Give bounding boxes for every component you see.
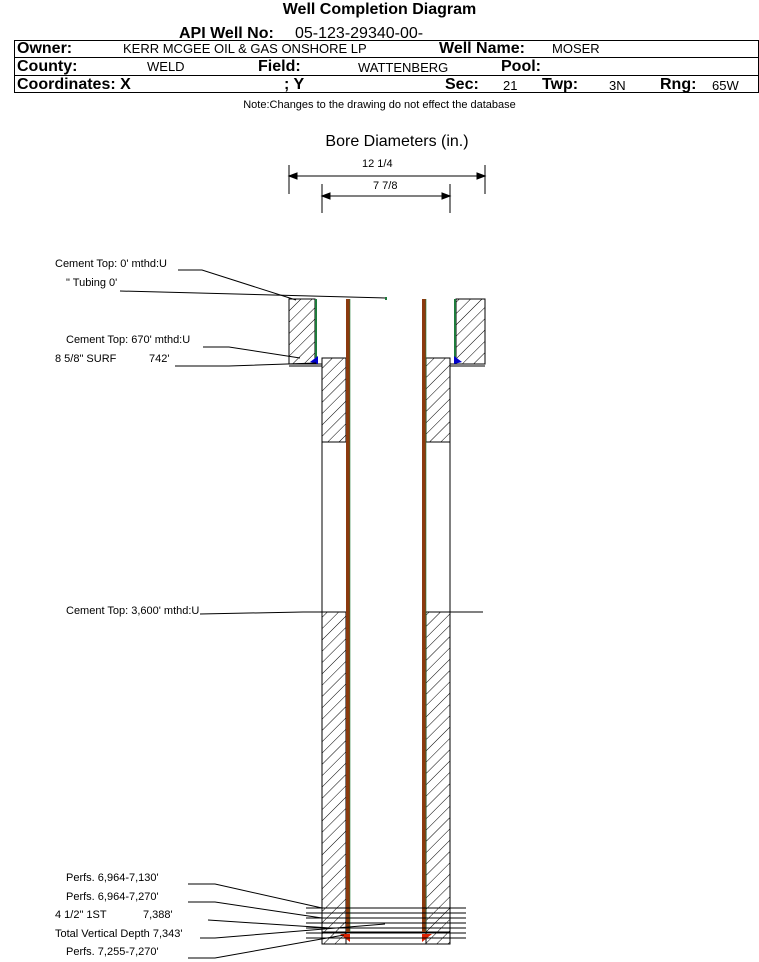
sec-value: 21	[503, 78, 518, 93]
field-label: Field:	[258, 58, 301, 75]
field-value: WATTENBERG	[358, 60, 449, 75]
cement-top-3600-label: Cement Top: 3,600' mthd:U	[66, 605, 200, 617]
api-well-value: 05-123-29340-00-	[295, 25, 424, 42]
perfs-2-label: Perfs. 6,964-7,270'	[66, 891, 159, 903]
production-casing-depth: 7,388'	[143, 909, 173, 921]
surface-shoe-right	[454, 356, 462, 364]
twp-label: Twp:	[542, 76, 579, 93]
surface-hole	[288, 298, 486, 367]
database-note: Note:Changes to the drawing do not effec…	[243, 99, 516, 111]
diagram-title: Well Completion Diagram	[282, 1, 477, 18]
perforations	[306, 907, 466, 939]
county-label: County:	[17, 58, 78, 75]
owner-label: Owner:	[17, 40, 73, 57]
cement-top-670-label: Cement Top: 670' mthd:U	[66, 334, 191, 346]
surface-shoe-left	[310, 356, 318, 364]
surface-casing-depth: 742'	[149, 353, 170, 365]
well-name-label: Well Name:	[439, 40, 525, 57]
surface-casing	[310, 299, 462, 364]
sec-label: Sec:	[445, 76, 479, 93]
production-hole	[321, 357, 451, 945]
well-name-value: MOSER	[552, 41, 600, 56]
pool-label: Pool:	[501, 58, 541, 75]
api-well-label: API Well No:	[179, 25, 274, 42]
surface-casing-label: 8 5/8" SURF	[55, 353, 117, 365]
header-bottom-rule	[14, 92, 759, 93]
rng-value: 65W	[712, 78, 739, 93]
total-vertical-depth-label: Total Vertical Depth 7,343'	[55, 928, 183, 940]
coordinates-x-label: Coordinates: X	[17, 76, 131, 93]
cement-top-surface-label: Cement Top: 0' mthd:U	[55, 258, 167, 270]
tubing-label: " Tubing 0'	[66, 277, 118, 289]
leader-lines	[119, 269, 483, 959]
twp-value: 3N	[609, 78, 626, 93]
header-row-owner	[14, 40, 759, 58]
inner-diameter-dimension	[320, 184, 452, 213]
header-left-rule	[14, 40, 15, 92]
rng-label: Rng:	[660, 76, 697, 93]
production-casing	[340, 299, 432, 942]
perfs-1-label: Perfs. 6,964-7,130'	[66, 872, 159, 884]
owner-value: KERR MCGEE OIL & GAS ONSHORE LP	[123, 41, 367, 56]
outer-bore-diameter: 12 1/4	[362, 158, 393, 170]
inner-bore-diameter: 7 7/8	[373, 180, 398, 192]
production-casing-label: 4 1/2" 1ST	[55, 909, 107, 921]
header-row-coordinates	[14, 75, 759, 93]
perfs-3-label: Perfs. 7,255-7,270'	[66, 946, 159, 958]
county-value: WELD	[147, 59, 185, 74]
coordinates-y-label: ; Y	[284, 76, 305, 93]
header-row-county	[14, 57, 759, 75]
bore-diameters-title: Bore Diameters (in.)	[325, 133, 469, 150]
outer-diameter-dimension	[287, 165, 487, 194]
